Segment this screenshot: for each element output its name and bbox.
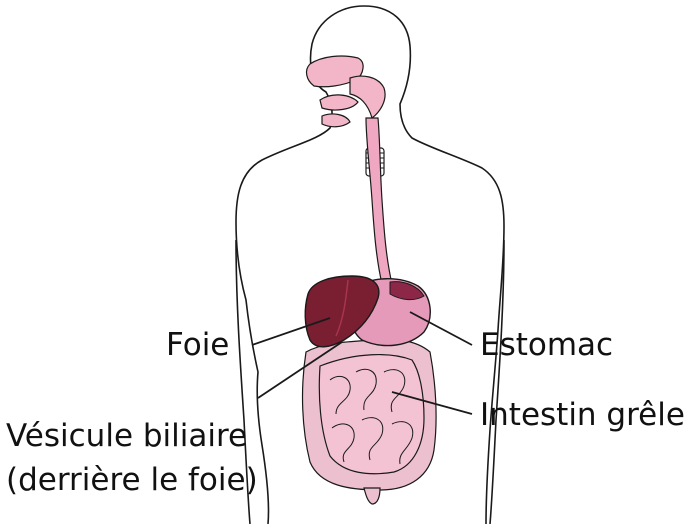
tongue — [320, 95, 358, 110]
liver-label: Foie — [166, 327, 229, 363]
stomach-fundus — [390, 282, 424, 300]
small-intestine — [319, 355, 424, 474]
small-intestine-label: Intestin grêle — [480, 397, 685, 433]
pharynx — [350, 76, 385, 118]
stomach-label: Estomac — [480, 327, 613, 363]
gallbladder-label-line2: (derrière le foie) — [6, 462, 258, 498]
rectum — [364, 488, 380, 504]
mouth-floor — [322, 114, 350, 127]
esophagus — [366, 118, 392, 284]
gallbladder-label-line1: Vésicule biliaire — [6, 418, 247, 454]
